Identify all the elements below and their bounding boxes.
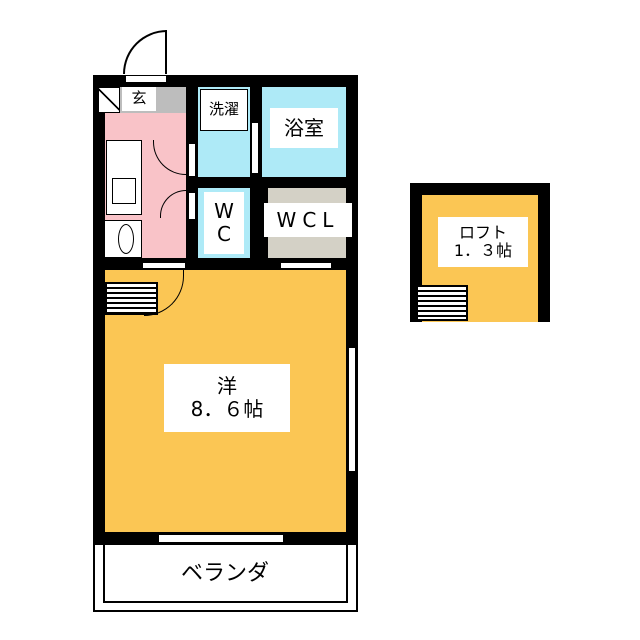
loft-size: 1．３帖 [453,241,513,260]
wc-label: W C [204,192,244,254]
laundry-label: 洗濯 [200,89,248,131]
balcony-inner [103,545,348,603]
side-window [348,347,356,472]
loft-stairs-icon [416,285,468,321]
wc-label-w: W [214,199,234,223]
closet-label: WCL [264,203,352,237]
entrance-door-icon [123,30,167,74]
loft-label: ロフト 1．３帖 [438,217,528,267]
sink-icon [112,178,136,204]
balcony [93,545,358,612]
kitchen-door [188,143,196,177]
stairs-icon [105,282,158,315]
western-room-label: 洋 8．６帖 [164,364,290,432]
genkan-label: 玄 [122,87,156,111]
wc-label-c: C [217,222,231,246]
balcony-window [158,534,284,543]
closet-door [280,262,332,269]
bath-label: 浴室 [270,108,338,148]
basin-oval [118,224,134,254]
balcony-label: ベランダ [180,561,269,587]
wc-door [188,192,196,220]
room-door [142,262,186,269]
shoe-box [98,87,120,113]
western-room-size: 8．６帖 [190,397,264,421]
entrance-opening [125,75,167,83]
bath-door [251,122,259,174]
loft-name: ロフト [458,222,507,242]
western-room-name: 洋 [217,374,237,398]
